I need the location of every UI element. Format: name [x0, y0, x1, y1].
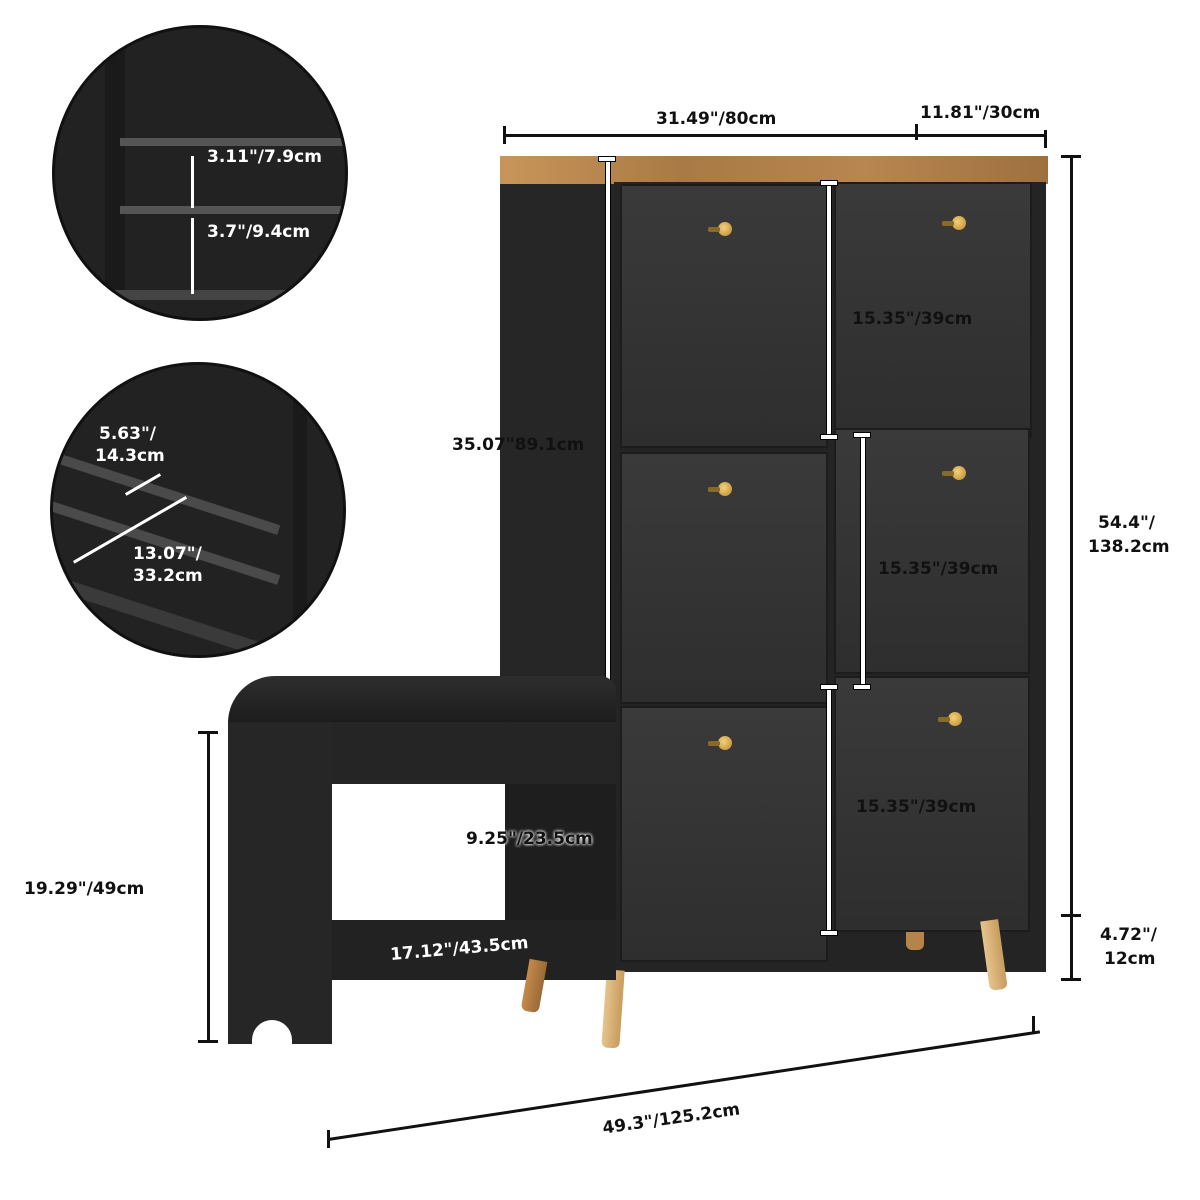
bench-height-dimension-line: [207, 732, 210, 1042]
bench-left-panel: [228, 722, 332, 1044]
leg-height-label-line2: 12cm: [1104, 949, 1156, 969]
bench-opening-height-label: 9.25"/23.5cm: [466, 829, 593, 849]
bench-shelf: [332, 920, 616, 980]
bottom-door-height-bar: [826, 688, 832, 936]
cabinet-door-middle-right[interactable]: [834, 428, 1030, 674]
bench-cushion: [228, 676, 616, 726]
middle-door-height-bar: [860, 436, 866, 688]
top-door-height-label: 15.35"/39cm: [852, 309, 973, 329]
middle-door-height-label: 15.35"/39cm: [878, 559, 999, 579]
dimension-tick: [1032, 1016, 1035, 1034]
dimension-cap: [820, 684, 838, 690]
top-width-dimension-line: [503, 134, 1046, 137]
shelf-gap-2-label: 3.7"/9.4cm: [207, 222, 311, 242]
dimension-cap: [1061, 155, 1081, 158]
dimension-tick: [327, 1130, 330, 1148]
cabinet-body-height-bar: [605, 160, 611, 744]
cabinet-leg: [601, 969, 625, 1049]
dimension-bar: [191, 156, 194, 208]
shelf-depth-label-line2: 33.2cm: [133, 566, 203, 586]
dimension-cap: [853, 684, 871, 690]
bench-arch-cutout: [252, 1020, 292, 1046]
total-height-label-line1: 54.4"/: [1098, 513, 1156, 533]
dimension-cap: [820, 180, 838, 186]
total-width-label: 49.3"/125.2cm: [601, 1099, 742, 1139]
dimension-cap: [198, 731, 218, 734]
bench-height-label: 19.29"/49cm: [24, 879, 145, 899]
shelf-spacing-label-line2: 14.3cm: [95, 446, 165, 466]
cabinet-door-top-left[interactable]: [620, 184, 828, 448]
leg-height-label-line1: 4.72"/: [1100, 925, 1158, 945]
cabinet-body-height-label: 35.07"89.1cm: [452, 435, 585, 455]
dimension-cap: [598, 156, 616, 162]
cabinet-door-bottom-left[interactable]: [620, 706, 828, 962]
door-knob-icon: [942, 466, 966, 480]
cabinet-leg: [906, 932, 924, 950]
top-depth-label: 11.81"/30cm: [920, 103, 1041, 123]
dimension-cap: [1061, 914, 1081, 917]
door-knob-icon: [942, 216, 966, 230]
detail-circle-shelf-depth: 5.63"/ 14.3cm 13.07"/ 33.2cm: [50, 362, 346, 658]
dimension-tick: [503, 126, 506, 144]
dimension-tick: [1044, 130, 1047, 148]
cabinet-door-middle-left[interactable]: [620, 452, 828, 704]
dimension-cap: [1061, 978, 1081, 981]
total-height-label-line2: 138.2cm: [1088, 537, 1170, 557]
cabinet-door-top-right[interactable]: [834, 182, 1032, 438]
total-height-dimension-line: [1070, 156, 1073, 980]
bench-inner-back: [505, 784, 616, 924]
dimension-cap: [198, 1040, 218, 1043]
top-width-label: 31.49"/80cm: [656, 109, 777, 129]
door-knob-icon: [708, 736, 732, 750]
dimension-tick: [915, 124, 918, 140]
shelf-gap-1-label: 3.11"/7.9cm: [207, 147, 322, 167]
dimension-bar: [191, 218, 194, 294]
door-knob-icon: [708, 222, 732, 236]
dimension-cap: [820, 930, 838, 936]
cabinet-top-wood: [500, 156, 1048, 184]
shelf-spacing-label-line1: 5.63"/: [99, 424, 157, 444]
door-knob-icon: [708, 482, 732, 496]
door-knob-icon: [938, 712, 962, 726]
dimension-cap: [853, 432, 871, 438]
shelf-depth-label-line1: 13.07"/: [133, 544, 202, 564]
dimension-cap: [820, 434, 838, 440]
cabinet-door-bottom-right[interactable]: [834, 676, 1030, 932]
top-door-height-bar: [826, 184, 832, 438]
bottom-door-height-label: 15.35"/39cm: [856, 797, 977, 817]
detail-circle-shelf-spacing: 3.11"/7.9cm 3.7"/9.4cm: [52, 25, 348, 321]
